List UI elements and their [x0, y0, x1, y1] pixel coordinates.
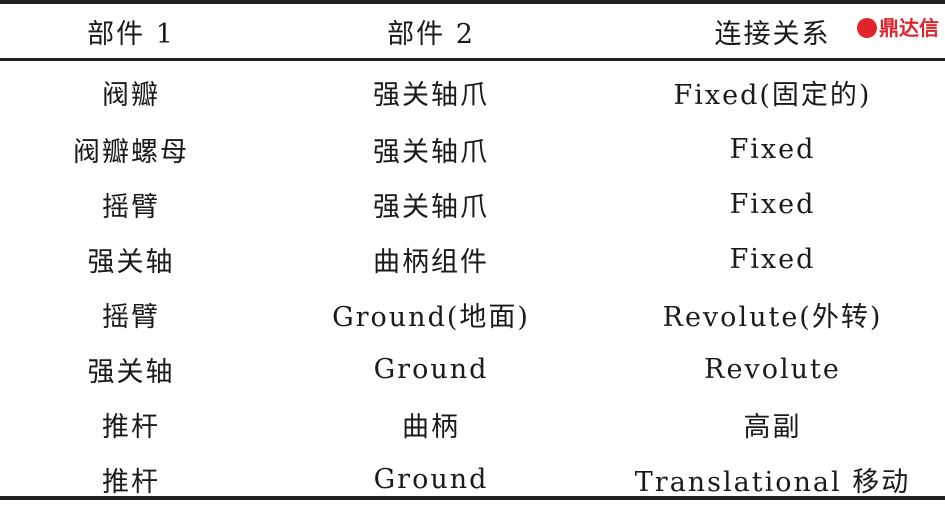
- cell-part1: 推杆: [102, 412, 160, 443]
- cell-part2: Ground: [373, 354, 489, 385]
- table-header-row: 部件 1 部件 2 连接关系: [0, 4, 945, 58]
- cell-relation: Fixed(固定的): [673, 79, 872, 111]
- cell-part1: 强关轴: [87, 357, 175, 388]
- table-row: 阀瓣 强关轴爪 Fixed(固定的): [0, 58, 945, 122]
- table-row: 强关轴 Ground Revolute: [0, 342, 945, 397]
- cell-part2: 曲柄组件: [373, 247, 489, 278]
- header-part2: 部件 2: [387, 18, 475, 50]
- cell-part2: 强关轴爪: [373, 79, 489, 111]
- cell-relation: Fixed: [729, 189, 816, 220]
- cell-relation: Revolute: [704, 354, 841, 385]
- cell-part2: Ground(地面): [332, 302, 530, 333]
- cell-part1: 推杆: [102, 467, 160, 498]
- table-row: 摇臂 强关轴爪 Fixed: [0, 177, 945, 232]
- cell-part1: 强关轴: [87, 247, 175, 278]
- cell-part2: 强关轴爪: [373, 192, 489, 223]
- cell-part2: Ground: [373, 464, 489, 495]
- cell-relation: Revolute(外转): [662, 302, 883, 333]
- cell-part2: 强关轴爪: [373, 137, 489, 168]
- table-row: 摇臂 Ground(地面) Revolute(外转): [0, 287, 945, 342]
- table-row: 阀瓣螺母 强关轴爪 Fixed: [0, 122, 945, 177]
- cell-part1: 阀瓣螺母: [73, 137, 189, 168]
- watermark-text: 鼎达信: [879, 16, 939, 40]
- table-bottom-rule: [0, 496, 945, 500]
- table-header-rule: [0, 58, 945, 61]
- table-top-rule: [0, 0, 945, 4]
- cell-relation: 高副: [743, 412, 802, 443]
- cell-relation: Translational 移动: [634, 467, 911, 498]
- cell-part1: 摇臂: [102, 302, 160, 333]
- table-row: 推杆 曲柄 高副: [0, 397, 945, 452]
- cell-part2: 曲柄: [402, 412, 460, 443]
- watermark-logo-icon: [857, 18, 877, 38]
- watermark: 鼎达信: [857, 16, 939, 40]
- table-row: 推杆 Ground Translational 移动: [0, 452, 945, 507]
- header-part1: 部件 1: [87, 18, 175, 50]
- header-relation: 连接关系: [714, 18, 831, 50]
- cell-relation: Fixed: [729, 244, 816, 275]
- cell-part1: 阀瓣: [102, 79, 160, 111]
- table-row: 强关轴 曲柄组件 Fixed: [0, 232, 945, 287]
- cell-part1: 摇臂: [102, 192, 160, 223]
- cell-relation: Fixed: [729, 134, 816, 165]
